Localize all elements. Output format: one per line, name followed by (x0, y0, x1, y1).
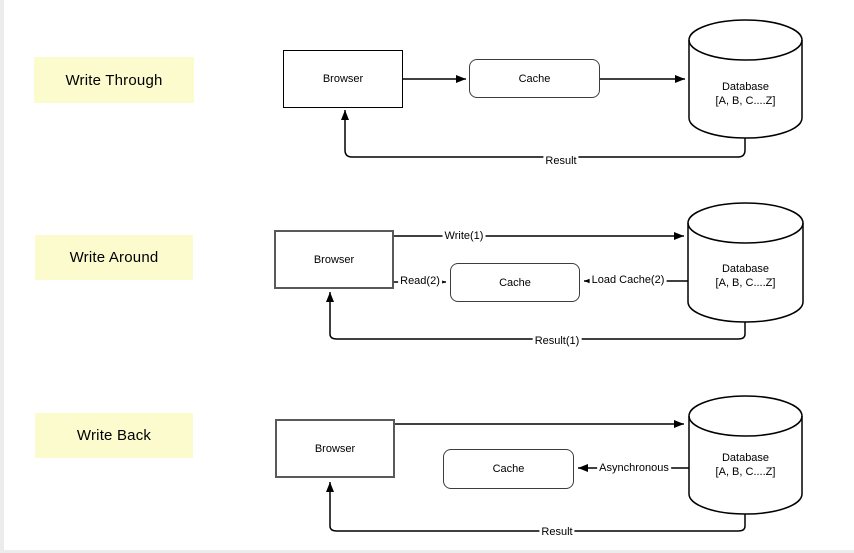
cache-node: Cache (469, 59, 600, 98)
browser-node: Browser (283, 50, 403, 108)
edge-label-read: Read(2) (398, 275, 442, 287)
arrow-result-to-browser (326, 482, 746, 532)
database-cylinder (688, 19, 803, 139)
database-cylinder-rim (688, 39, 803, 61)
edge-label-result: Result (539, 526, 575, 538)
edge-label-asynchronous: Asynchronous (597, 462, 671, 474)
database-cylinder (688, 395, 803, 515)
database-cylinder-rim (688, 415, 803, 437)
database-cylinder-rim (687, 222, 804, 244)
page-edge-bottom (0, 550, 854, 553)
cache-node: Cache (443, 449, 574, 489)
edge-label-write: Write(1) (442, 230, 486, 242)
edge-label-load-cache: Load Cache(2) (589, 274, 667, 286)
browser-node: Browser (275, 419, 395, 478)
database-cylinder (687, 202, 804, 323)
browser-node: Browser (274, 230, 394, 289)
section-label-write-through: Write Through (34, 57, 194, 103)
cache-node: Cache (450, 263, 580, 302)
page-edge-left (0, 0, 4, 553)
edge-label-result: Result(1) (532, 335, 582, 347)
arrow-result-to-browser (341, 110, 746, 158)
section-label-write-back: Write Back (35, 413, 193, 458)
section-label-write-around: Write Around (35, 235, 193, 280)
edge-label-result: Result (543, 155, 579, 167)
